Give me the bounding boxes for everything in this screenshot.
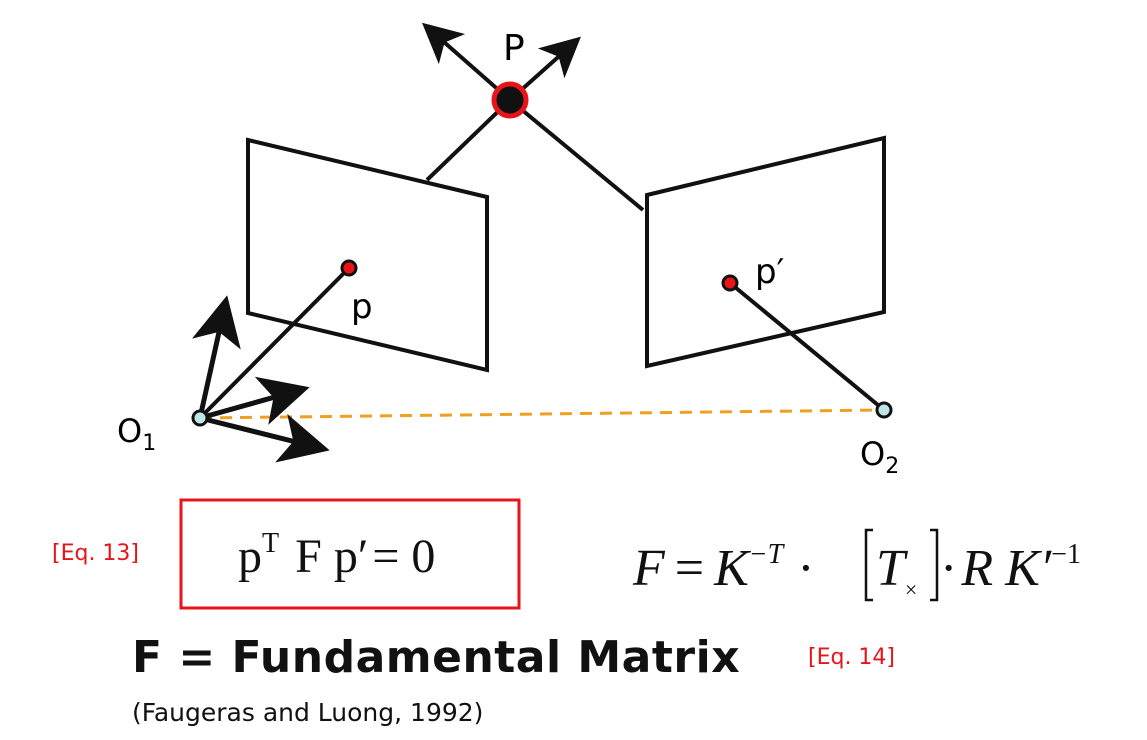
caption-title: F = Fundamental Matrix bbox=[132, 632, 741, 683]
o1-axis-right bbox=[199, 376, 310, 425]
caption-citation: (Faugeras and Luong, 1992) bbox=[132, 698, 484, 727]
eq13-box bbox=[179, 498, 521, 610]
label-P: P bbox=[503, 28, 525, 69]
eq14-T: T× bbox=[876, 540, 917, 602]
ray-right bbox=[508, 98, 645, 212]
camera-center-o1 bbox=[191, 409, 209, 427]
point-P bbox=[491, 81, 529, 119]
ray-o2-pprime bbox=[728, 281, 886, 412]
eq14-label: [Eq. 14] bbox=[808, 645, 895, 670]
point-pprime bbox=[721, 274, 739, 292]
label-pprime: p′ bbox=[755, 252, 784, 292]
right-image-plane bbox=[645, 135, 886, 369]
ray-left bbox=[425, 98, 512, 182]
eq14-formula: F=K−T· bbox=[632, 539, 815, 597]
ray-o1-p bbox=[198, 266, 351, 420]
camera-center-o2 bbox=[875, 401, 893, 419]
label-o2: O2 bbox=[860, 435, 899, 479]
label-o1: O1 bbox=[117, 412, 156, 456]
o1-axis-up bbox=[191, 295, 241, 419]
label-p: p bbox=[351, 287, 373, 327]
o1-axis-down bbox=[199, 414, 330, 463]
left-image-plane bbox=[246, 137, 489, 373]
baseline bbox=[199, 408, 885, 420]
eq13-label: [Eq. 13] bbox=[52, 541, 139, 566]
point-p bbox=[340, 259, 358, 277]
eq14-bracket-left bbox=[864, 528, 873, 602]
eq14-bracket-right bbox=[930, 528, 939, 602]
